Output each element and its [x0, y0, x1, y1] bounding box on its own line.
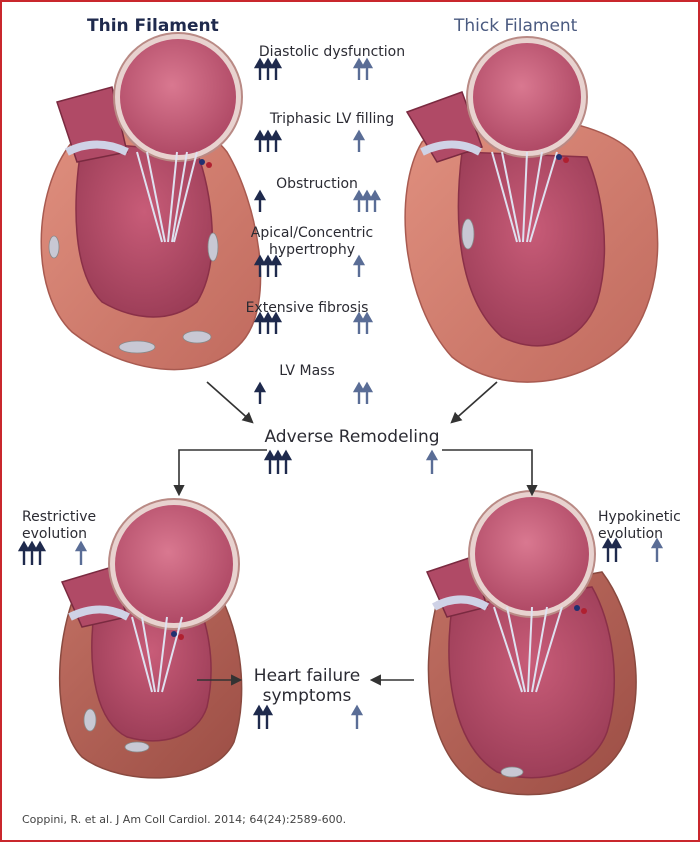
heart-failure-thin-arrows [252, 704, 274, 729]
feature-label-fibrosis: Extensive fibrosis [245, 300, 369, 316]
up-arrow-icon [271, 449, 285, 474]
heart-thick-filament [404, 36, 659, 383]
up-arrow-icon [261, 57, 275, 80]
up-arrow-icon [279, 449, 293, 474]
restrictive-thin-arrows [17, 540, 47, 565]
header-thin-filament: Thin Filament [87, 16, 219, 36]
up-arrow-icon [263, 449, 277, 474]
header-thick-filament: Thick Filament [454, 16, 578, 36]
remodeling-thick-arrows [425, 449, 439, 474]
up-arrow-icon [352, 254, 366, 277]
up-arrow-icon [253, 381, 267, 404]
up-arrow-icon [368, 189, 382, 212]
thin-arrows-5 [253, 381, 267, 404]
up-arrow-icon [25, 540, 39, 565]
up-arrow-icon [352, 311, 366, 334]
up-arrow-icon [253, 311, 267, 334]
hypokinetic-evolution-label: Hypokinetic evolution [598, 509, 681, 542]
hypokinetic-thick-arrows [650, 537, 664, 562]
up-arrow-icon [360, 381, 374, 404]
up-arrow-icon [74, 540, 88, 565]
thin-arrows-0 [253, 57, 283, 80]
up-arrow-icon [261, 129, 275, 152]
heart-thin-filament [40, 32, 262, 371]
arrow-indicators [17, 57, 664, 729]
up-arrow-icon [269, 311, 283, 334]
up-arrow-icon [253, 189, 267, 212]
adverse-remodeling-label: Adverse Remodeling [264, 427, 440, 447]
up-arrow-icon [252, 704, 266, 729]
thick-arrows-3 [352, 254, 366, 277]
thick-arrows-4 [352, 311, 374, 334]
up-arrow-icon [269, 129, 283, 152]
feature-label-lv-mass: LV Mass [279, 363, 335, 379]
up-arrow-icon [269, 57, 283, 80]
restrictive-evolution-label: Restrictive evolution [22, 509, 97, 542]
thick-arrows-5 [352, 381, 374, 404]
up-arrow-icon [352, 189, 366, 212]
hypokinetic-thin-arrows [601, 537, 623, 562]
thick-arrows-0 [352, 57, 374, 80]
citation: Coppini, R. et al. J Am Coll Cardiol. 20… [22, 813, 347, 826]
up-arrow-icon [261, 254, 275, 277]
heart-hypokinetic [425, 490, 637, 796]
heart-restrictive [58, 498, 243, 779]
heart-failure-thick-arrows [350, 704, 364, 729]
up-arrow-icon [650, 537, 664, 562]
thin-arrows-4 [253, 311, 283, 334]
up-arrow-icon [352, 381, 366, 404]
heart-failure-label: Heart failure symptoms [253, 666, 361, 706]
up-arrow-icon [260, 704, 274, 729]
up-arrow-icon [269, 254, 283, 277]
up-arrow-icon [352, 129, 366, 152]
thin-arrows-2 [253, 189, 267, 212]
feature-label-triphasic: Triphasic LV filling [269, 111, 395, 127]
up-arrow-icon [360, 311, 374, 334]
thin-arrows-3 [253, 254, 283, 277]
up-arrow-icon [360, 57, 374, 80]
up-arrow-icon [253, 129, 267, 152]
thin-arrows-1 [253, 129, 283, 152]
up-arrow-icon [261, 311, 275, 334]
up-arrow-icon [601, 537, 615, 562]
up-arrow-icon [352, 57, 366, 80]
thick-arrows-2 [352, 189, 382, 212]
up-arrow-icon [350, 704, 364, 729]
feature-label-obstruction: Obstruction [276, 176, 358, 192]
feature-label-diastolic: Diastolic dysfunction [258, 44, 406, 60]
up-arrow-icon [17, 540, 31, 565]
thick-arrows-1 [352, 129, 366, 152]
up-arrow-icon [253, 254, 267, 277]
up-arrow-icon [360, 189, 374, 212]
feature-label-hypertrophy: Apical/Concentric hypertrophy [250, 225, 374, 258]
up-arrow-icon [33, 540, 47, 565]
up-arrow-icon [253, 57, 267, 80]
up-arrow-icon [425, 449, 439, 474]
remodeling-thin-arrows [263, 449, 293, 474]
up-arrow-icon [609, 537, 623, 562]
flow-connectors [173, 381, 538, 686]
restrictive-thick-arrows [74, 540, 88, 565]
